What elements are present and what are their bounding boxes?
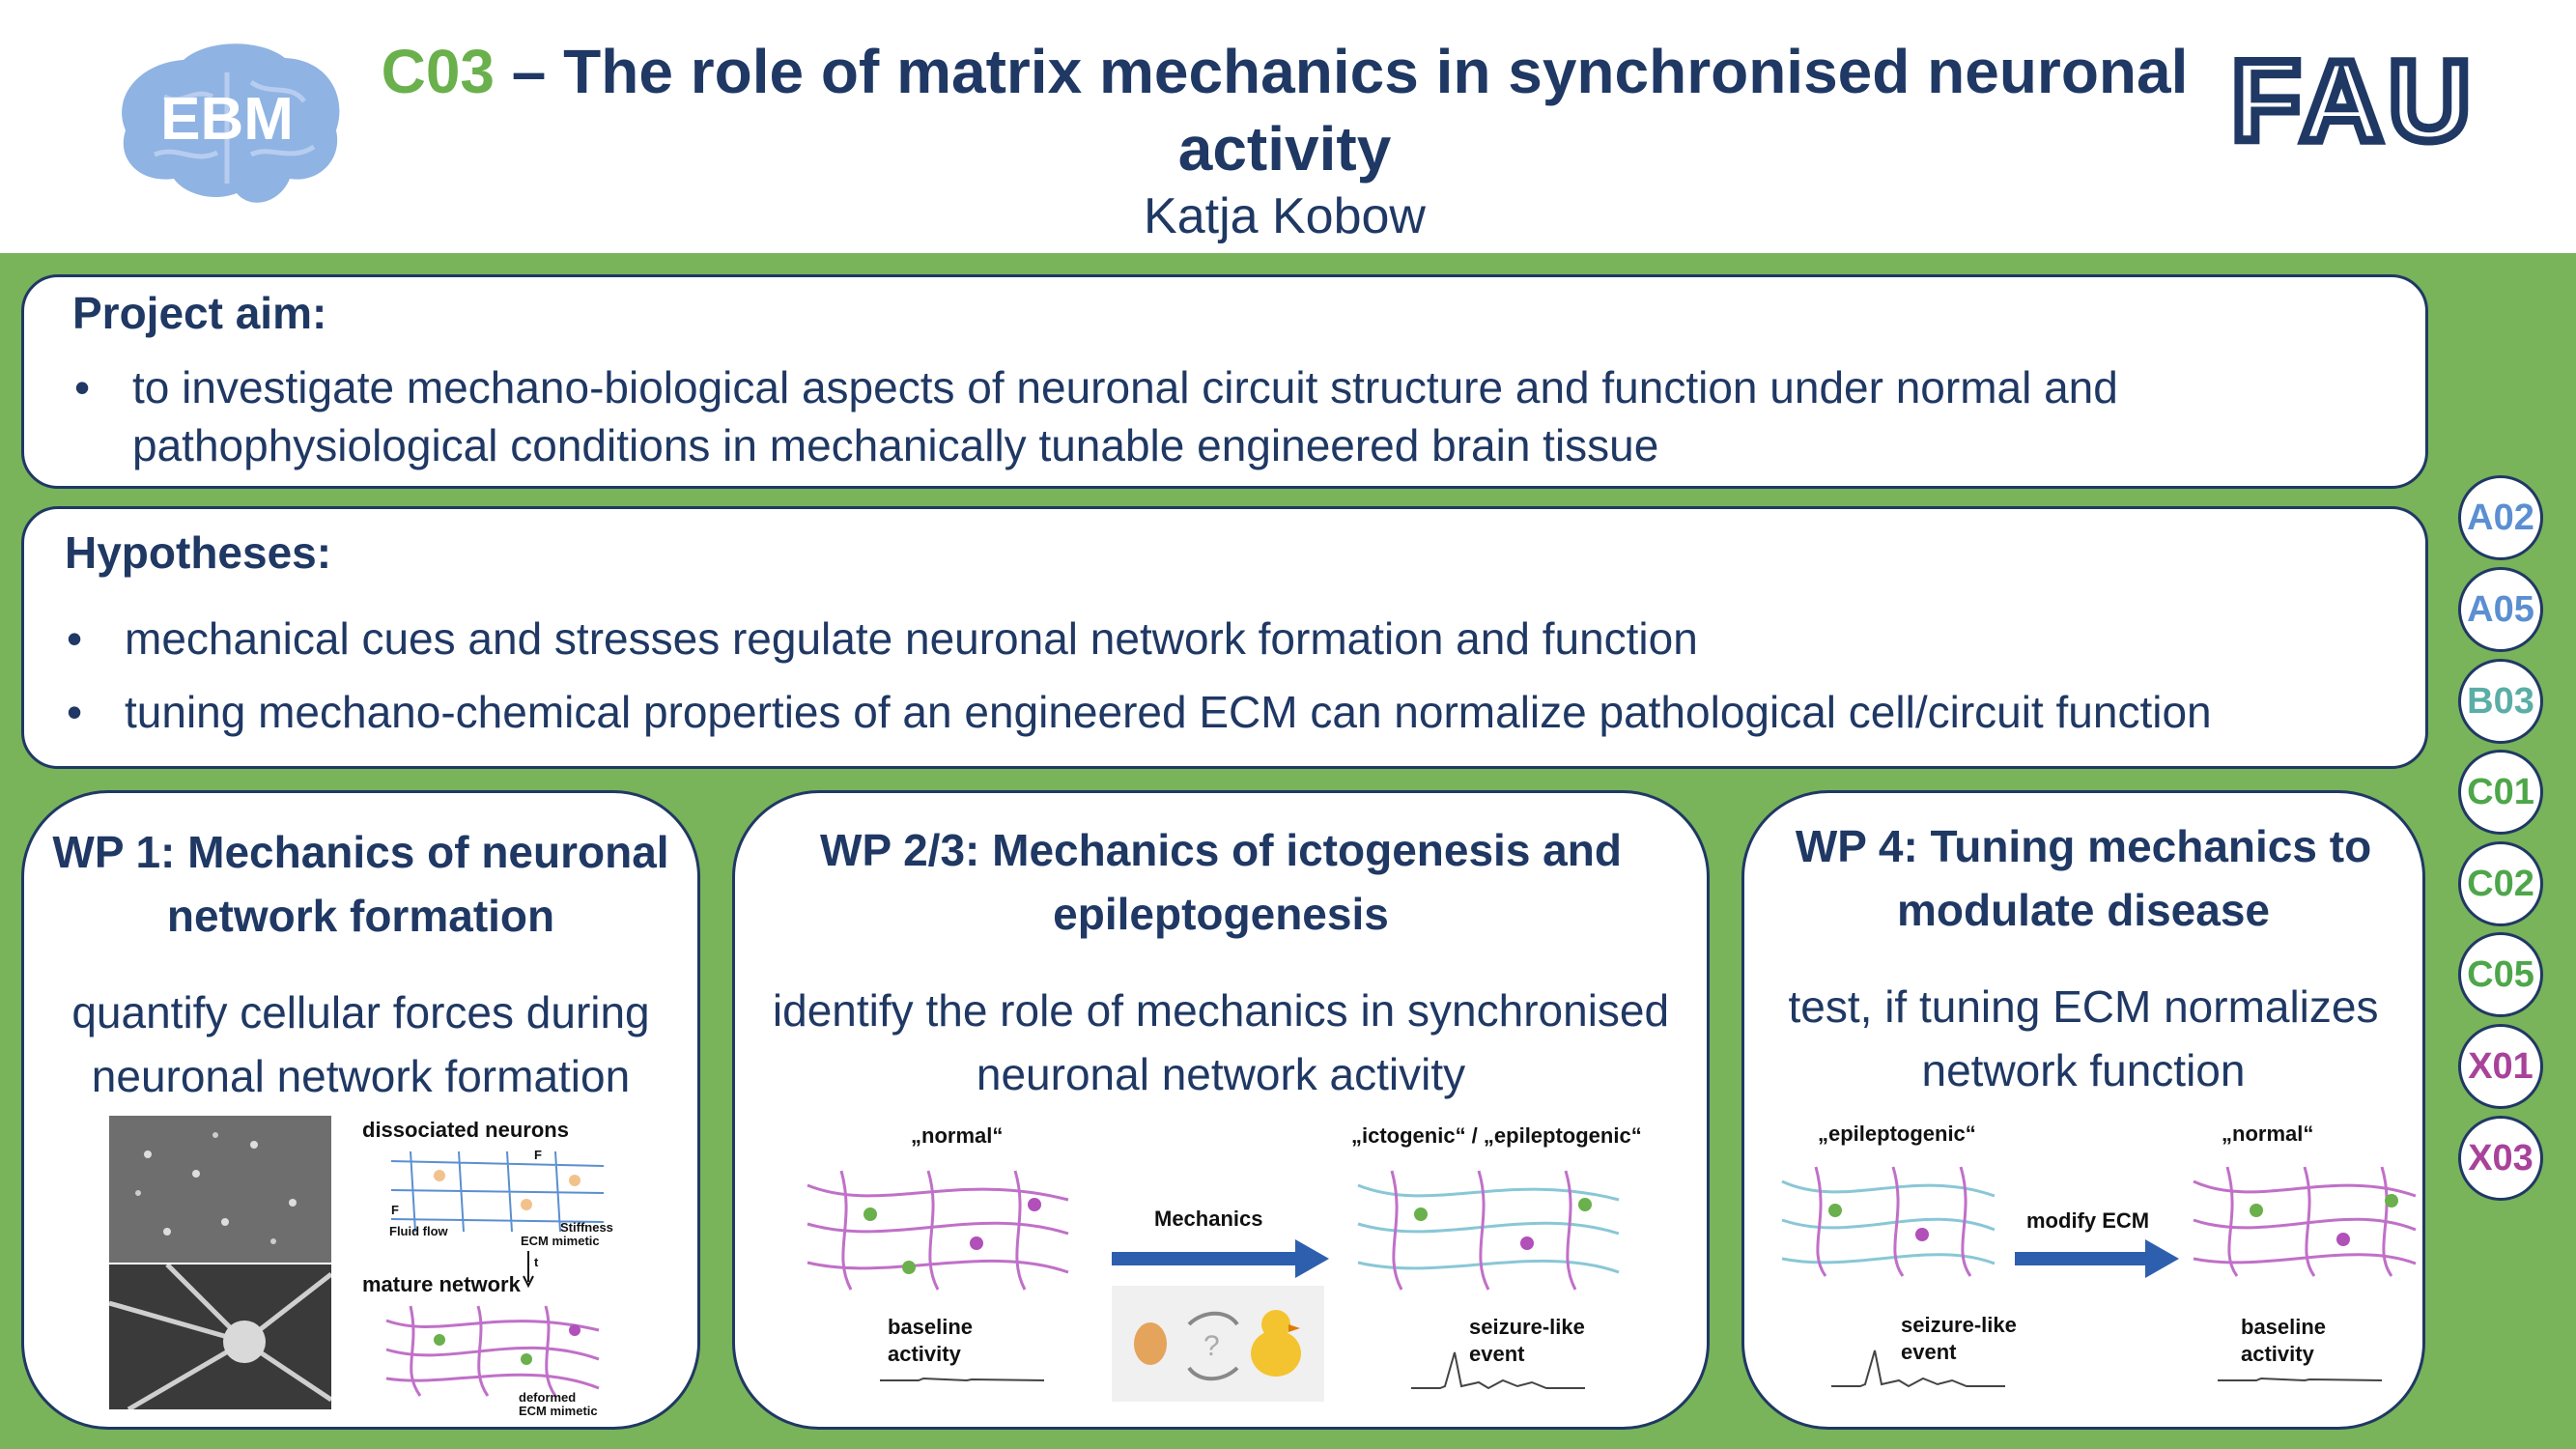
normal-label: „normal“ <box>2222 1122 2314 1146</box>
bullet-dot: • <box>67 613 83 664</box>
deformed-label: deformed <box>519 1390 577 1405</box>
mature-network-diagram <box>382 1301 604 1398</box>
project-aim-box: Project aim: • to investigate mechano-bi… <box>21 274 2428 489</box>
hypotheses-heading: Hypotheses: <box>65 527 332 578</box>
time-arrow-icon <box>523 1251 542 1290</box>
hypothesis-bullet: • mechanical cues and stresses regulate … <box>67 610 2404 668</box>
hypothesis-text-1: mechanical cues and stresses regulate ne… <box>125 613 1698 664</box>
baseline-label-1: baseline <box>2241 1315 2327 1339</box>
fau-logo: FAU <box>2227 35 2477 169</box>
epileptogenic-network-diagram <box>1777 1162 1999 1278</box>
wp1-heading: WP 1: Mechanics of neuronal network form… <box>52 827 669 941</box>
modify-arrow-icon <box>2015 1239 2179 1278</box>
project-badge-a02[interactable]: A02 <box>2458 475 2543 560</box>
wp2-heading: WP 2/3: Mechanics of ictogenesis and epi… <box>820 825 1622 939</box>
wp1-box: WP 1: Mechanics of neuronal network form… <box>21 790 700 1430</box>
force-label-2: F <box>391 1203 399 1217</box>
mechanics-arrow-icon <box>1112 1239 1329 1278</box>
stiffness-label: Stiffness <box>560 1220 613 1235</box>
baseline-label-1: baseline <box>888 1315 974 1339</box>
bullet-dot: • <box>74 362 91 412</box>
ebm-logo-text: EBM <box>160 86 294 153</box>
normal-network-diagram <box>2189 1162 2420 1278</box>
seizure-trace-icon <box>1411 1348 1585 1396</box>
mature-network-label: mature network <box>362 1272 521 1296</box>
aim-bullet-text: to investigate mechano-biological aspect… <box>132 362 2118 470</box>
deformed-ecm-label: ECM mimetic <box>519 1404 598 1418</box>
normal-label: „normal“ <box>911 1123 1004 1148</box>
wp4-box: WP 4: Tuning mechanics to modulate disea… <box>1741 790 2425 1430</box>
ecm-mimetic-label: ECM mimetic <box>521 1234 600 1248</box>
micrograph-image <box>135 1132 297 1244</box>
ebm-logo: EBM <box>106 39 348 213</box>
project-badge-b03[interactable]: B03 <box>2458 659 2543 744</box>
epileptogenic-label: „epileptogenic“ <box>1818 1122 1976 1146</box>
fluid-flow-label: Fluid flow <box>389 1224 448 1238</box>
dissociated-neurons-label: dissociated neurons <box>362 1118 569 1142</box>
mesh-icon <box>390 1151 605 1233</box>
seizure-label-1: seizure-like <box>1469 1315 1585 1339</box>
modify-ecm-label: modify ECM <box>2026 1208 2150 1233</box>
ecm-mesh-diagram <box>382 1147 613 1234</box>
mechanics-label: Mechanics <box>1154 1207 1263 1231</box>
header <box>0 0 2576 253</box>
wp4-heading: WP 4: Tuning mechanics to modulate disea… <box>1795 821 2372 935</box>
egg-chick-image: ? <box>1112 1286 1324 1402</box>
title-text: – The role of matrix mechanics in synchr… <box>495 37 2189 184</box>
network-icon <box>1357 1170 1620 1291</box>
project-badge-x03[interactable]: X03 <box>2458 1116 2543 1201</box>
network-icon <box>385 1305 600 1397</box>
baseline-label-2: activity <box>888 1342 961 1366</box>
seizure-label-2: event <box>1901 1340 1957 1364</box>
seizure-trace-icon <box>1831 1346 2005 1394</box>
project-badge-c05[interactable]: C05 <box>2458 932 2543 1017</box>
network-icon <box>807 1170 1069 1291</box>
title-code: C03 <box>381 37 495 106</box>
hypothesis-bullet: • tuning mechano-chemical properties of … <box>67 683 2404 741</box>
seizure-label-2: event <box>1469 1342 1525 1366</box>
poster-title: C03 – The role of matrix mechanics in sy… <box>367 33 2202 187</box>
ictogenic-network-diagram <box>1353 1166 1624 1292</box>
micrograph-image <box>108 1263 333 1412</box>
hypothesis-text-2: tuning mechano-chemical properties of an… <box>125 687 2212 737</box>
wp2-box: WP 2/3: Mechanics of ictogenesis and epi… <box>732 790 1710 1430</box>
author: Katja Kobow <box>1144 188 1426 244</box>
question-mark: ? <box>1203 1330 1220 1362</box>
wp1-text: quantify cellular forces during neuronal… <box>71 987 650 1101</box>
network-icon <box>2193 1166 2417 1277</box>
mature-network-photo <box>108 1263 333 1412</box>
aim-bullet: • to investigate mechano-biological aspe… <box>74 358 2392 474</box>
baseline-trace-icon <box>2218 1369 2383 1388</box>
project-badge-c01[interactable]: C01 <box>2458 750 2543 835</box>
network-icon <box>1781 1166 1996 1277</box>
baseline-label-2: activity <box>2241 1342 2314 1366</box>
wp2-text: identify the role of mechanics in synchr… <box>772 985 1670 1099</box>
time-label: t <box>534 1255 539 1269</box>
project-badge-c02[interactable]: C02 <box>2458 841 2543 926</box>
normal-network-diagram <box>803 1166 1073 1292</box>
brain-icon <box>122 43 340 203</box>
bullet-dot: • <box>67 687 83 737</box>
hypotheses-box: Hypotheses: • mechanical cues and stress… <box>21 506 2428 769</box>
project-badge-a05[interactable]: A05 <box>2458 567 2543 652</box>
seizure-label-1: seizure-like <box>1901 1313 2017 1337</box>
project-badge-x01[interactable]: X01 <box>2458 1024 2543 1109</box>
egg-to-chick-icon: ? <box>1134 1310 1301 1381</box>
wp4-text: test, if tuning ECM normalizes network f… <box>1788 981 2379 1095</box>
dissociated-neurons-photo <box>109 1116 331 1263</box>
project-aim-heading: Project aim: <box>72 288 327 338</box>
baseline-trace-icon <box>880 1369 1045 1388</box>
force-label: F <box>534 1148 542 1162</box>
ictogenic-label: „ictogenic“ / „epileptogenic“ <box>1351 1123 1642 1148</box>
